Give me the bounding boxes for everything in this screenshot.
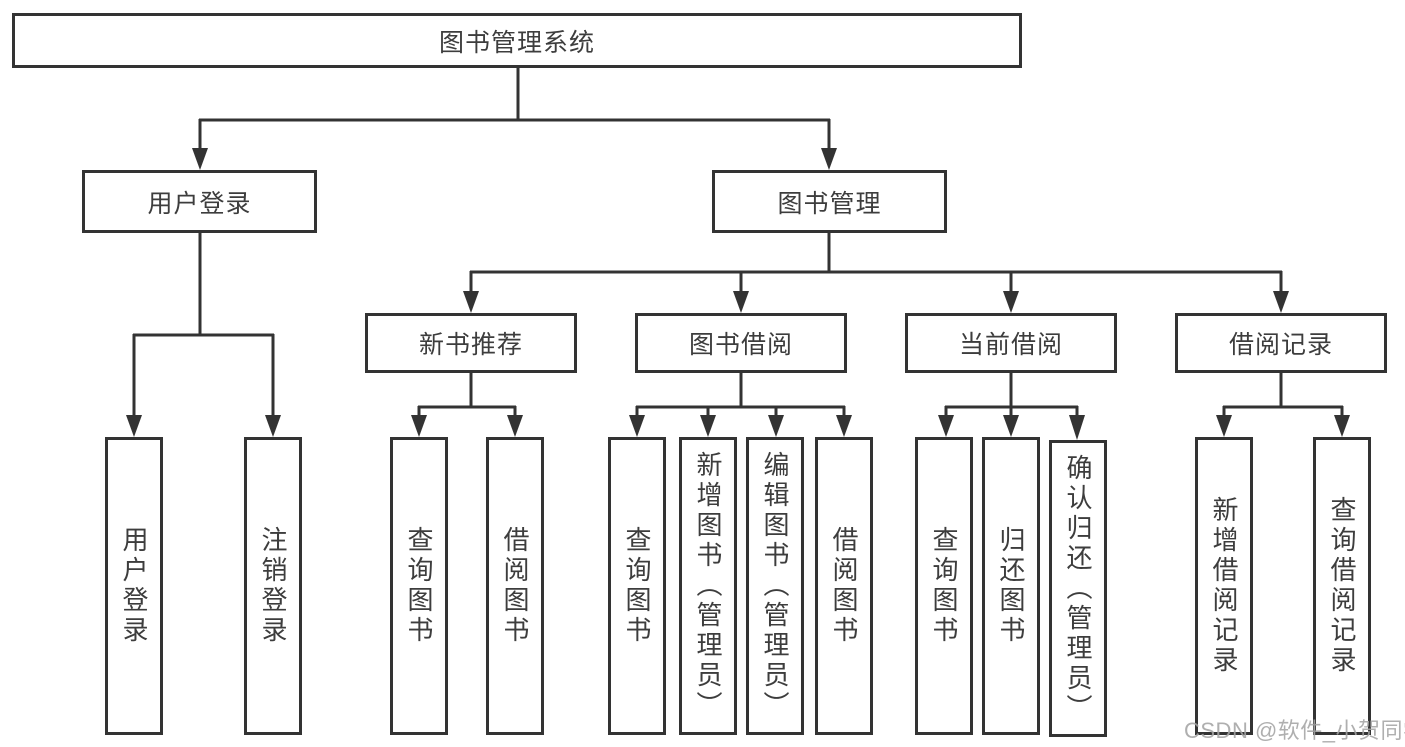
node-book-mgmt: 图书管理 xyxy=(712,170,947,233)
node-book-borrow: 图书借阅 xyxy=(635,313,847,373)
node-book-mgmt-label: 图书管理 xyxy=(777,189,882,218)
leaf-newbooks-borrow: 借阅图书 xyxy=(486,437,544,735)
leaf-borrow-edit-admin: 编辑图书（管理员） xyxy=(746,437,804,735)
leaf-records-query: 查询借阅记录 xyxy=(1313,437,1371,735)
edge-bookmgmt-to-level3 xyxy=(463,233,1289,313)
leaf-current-confirm-admin: 确认归还（管理员） xyxy=(1049,440,1107,737)
edge-borrowrecords-to-leaves xyxy=(1216,373,1350,437)
leaf-records-add-label: 新增借阅记录 xyxy=(1209,496,1239,676)
node-new-books: 新书推荐 xyxy=(365,313,577,373)
node-user-login-label: 用户登录 xyxy=(147,189,252,218)
node-borrow-records: 借阅记录 xyxy=(1175,313,1387,373)
leaf-current-query: 查询图书 xyxy=(915,437,973,735)
leaf-records-query-label: 查询借阅记录 xyxy=(1327,496,1357,676)
leaf-newbooks-query: 查询图书 xyxy=(390,437,448,735)
leaf-borrow-borrow: 借阅图书 xyxy=(815,437,873,735)
node-borrow-records-label: 借阅记录 xyxy=(1228,331,1333,359)
edge-currentborrow-to-leaves xyxy=(938,373,1085,440)
leaf-logout-label: 注销登录 xyxy=(258,526,288,646)
leaf-current-query-label: 查询图书 xyxy=(929,526,959,646)
node-root-label: 图书管理系统 xyxy=(438,28,595,57)
node-current-borrow: 当前借阅 xyxy=(905,313,1117,373)
leaf-current-confirm-admin-label: 确认归还（管理员） xyxy=(1063,453,1093,724)
node-book-borrow-label: 图书借阅 xyxy=(688,331,793,359)
leaf-borrow-borrow-label: 借阅图书 xyxy=(829,526,859,646)
node-root: 图书管理系统 xyxy=(12,13,1022,68)
leaf-logout: 注销登录 xyxy=(244,437,302,735)
leaf-records-add: 新增借阅记录 xyxy=(1195,437,1253,735)
edge-root-to-level2 xyxy=(192,68,837,170)
node-new-books-label: 新书推荐 xyxy=(418,331,523,359)
leaf-user-login: 用户登录 xyxy=(105,437,163,735)
node-current-borrow-label: 当前借阅 xyxy=(958,331,1063,359)
node-user-login: 用户登录 xyxy=(82,170,317,233)
leaf-current-return: 归还图书 xyxy=(982,437,1040,735)
leaf-borrow-add-admin: 新增图书（管理员） xyxy=(679,437,737,735)
leaf-borrow-query: 查询图书 xyxy=(608,437,666,735)
edge-bookborrow-to-leaves xyxy=(629,373,852,437)
leaf-user-login-label: 用户登录 xyxy=(119,526,149,646)
leaf-current-return-label: 归还图书 xyxy=(996,526,1026,646)
leaf-newbooks-query-label: 查询图书 xyxy=(404,526,434,646)
leaf-borrow-edit-admin-label: 编辑图书（管理员） xyxy=(760,451,790,721)
leaf-borrow-add-admin-label: 新增图书（管理员） xyxy=(693,451,723,721)
edge-userlogin-to-leaves xyxy=(126,233,281,437)
leaf-newbooks-borrow-label: 借阅图书 xyxy=(500,526,530,646)
edge-newbooks-to-leaves xyxy=(411,373,523,437)
csdn-watermark: CSDN @软件_小贺同学 xyxy=(1184,718,1405,743)
leaf-borrow-query-label: 查询图书 xyxy=(622,526,652,646)
